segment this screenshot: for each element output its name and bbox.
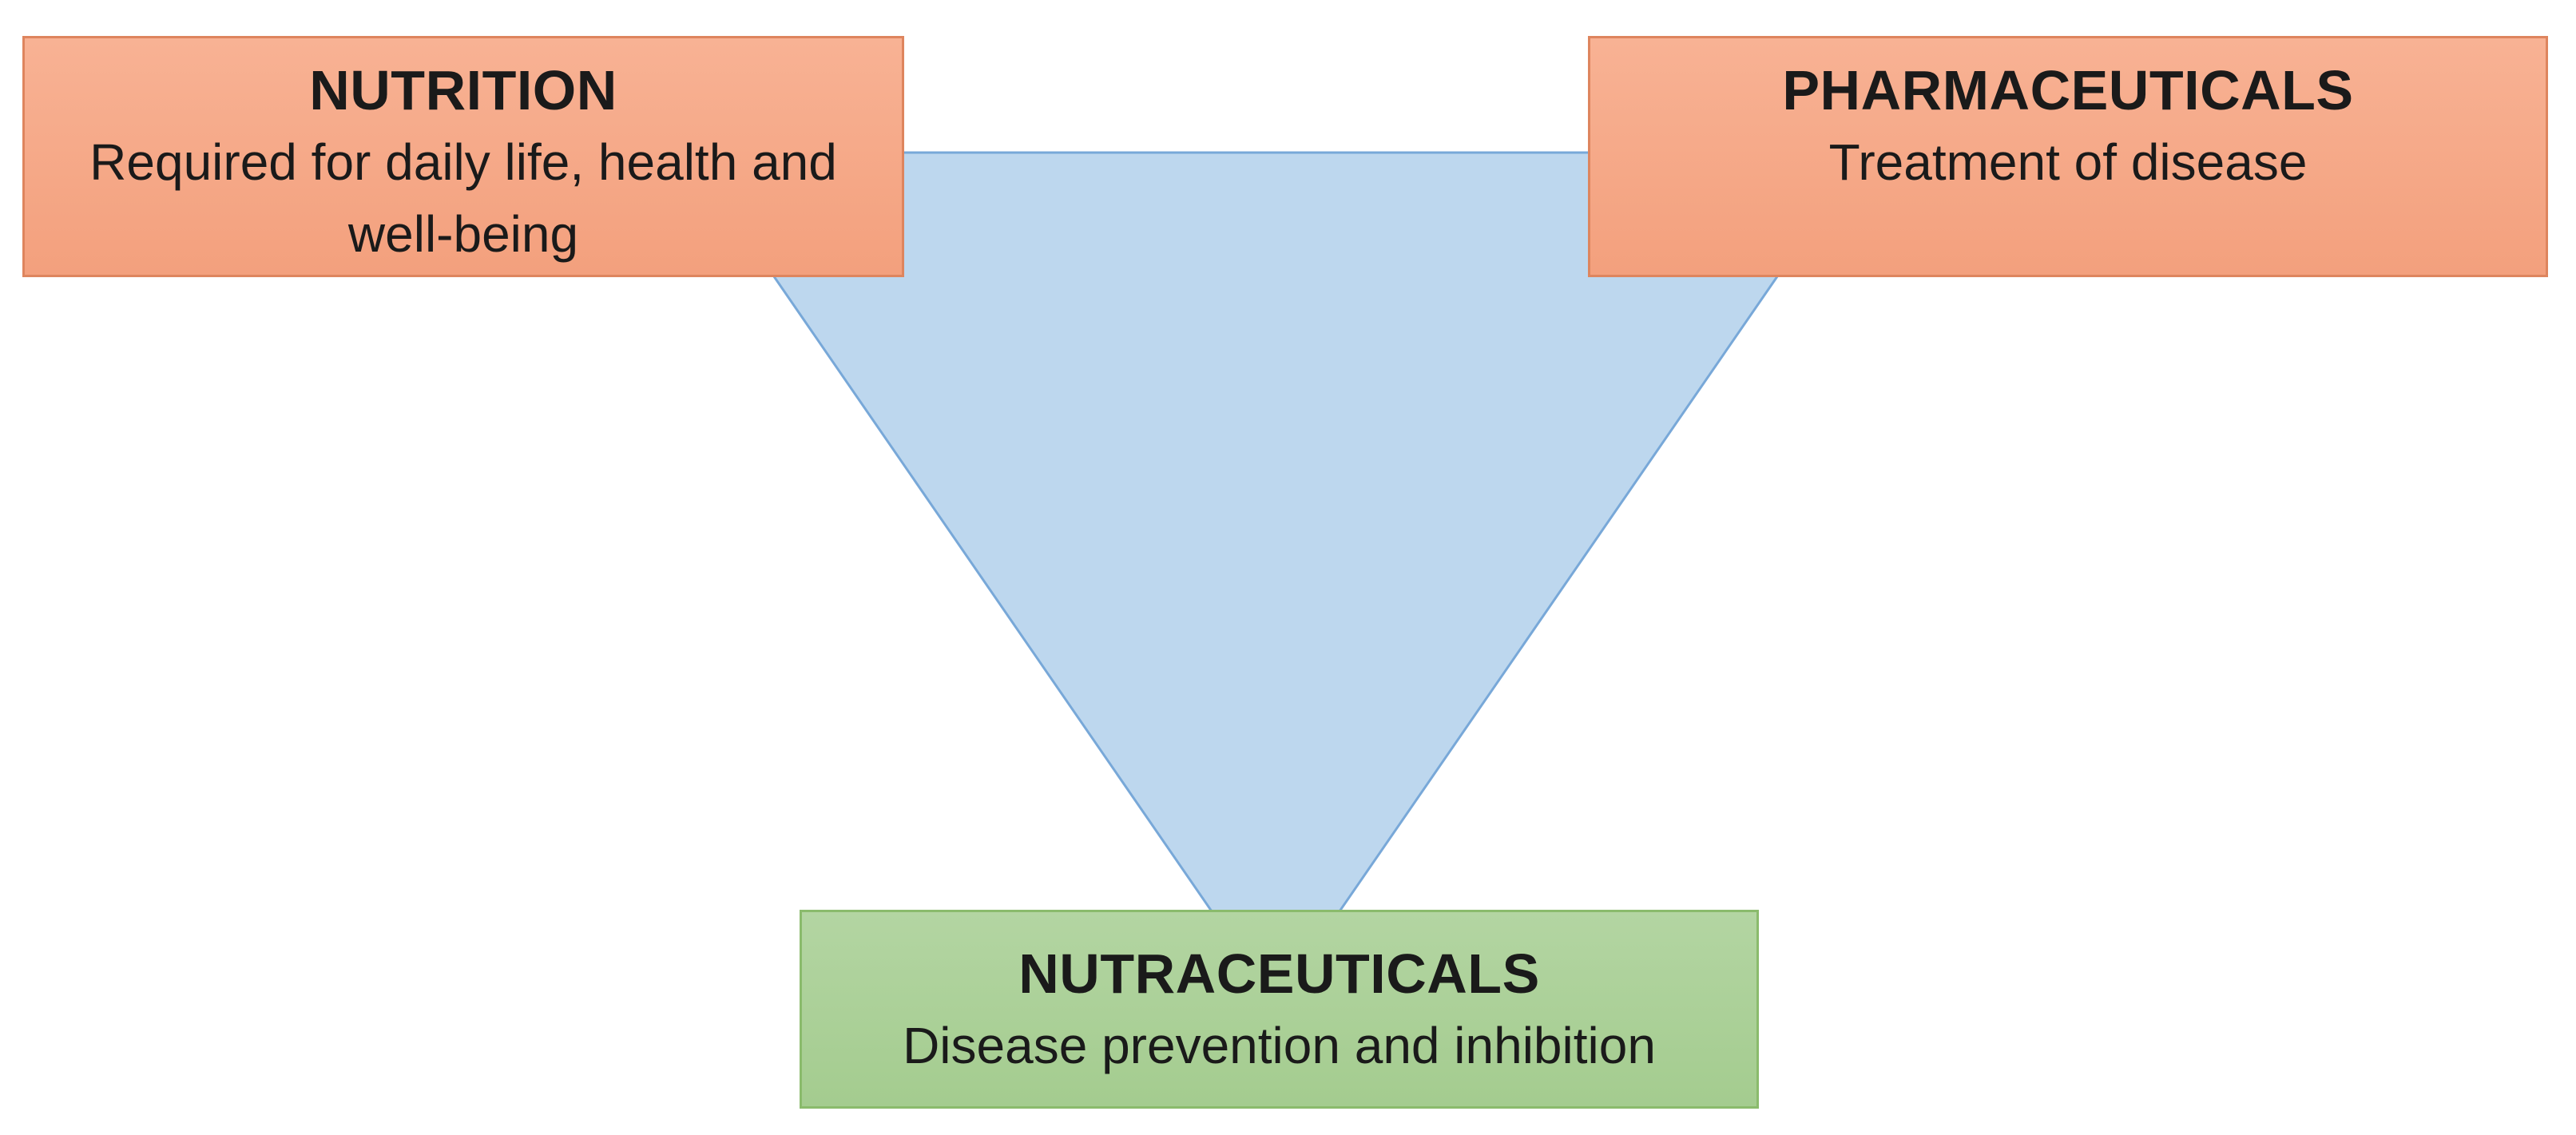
nutraceuticals-box: NUTRACEUTICALS Disease prevention and in… xyxy=(800,910,1759,1109)
nutrition-box: NUTRITION Required for daily life, healt… xyxy=(22,36,904,277)
nutrition-description: Required for daily life, health and well… xyxy=(89,133,837,263)
pharmaceuticals-title: PHARMACEUTICALS xyxy=(1782,59,2354,121)
inverted-triangle-shape xyxy=(686,151,1865,1006)
nutraceuticals-description: Disease prevention and inhibition xyxy=(903,1016,1656,1074)
nutraceuticals-title: NUTRACEUTICALS xyxy=(1018,942,1540,1005)
pharmaceuticals-description: Treatment of disease xyxy=(1828,133,2308,191)
pharmaceuticals-box: PHARMACEUTICALS Treatment of disease xyxy=(1588,36,2548,277)
nutrition-title: NUTRITION xyxy=(309,59,617,121)
